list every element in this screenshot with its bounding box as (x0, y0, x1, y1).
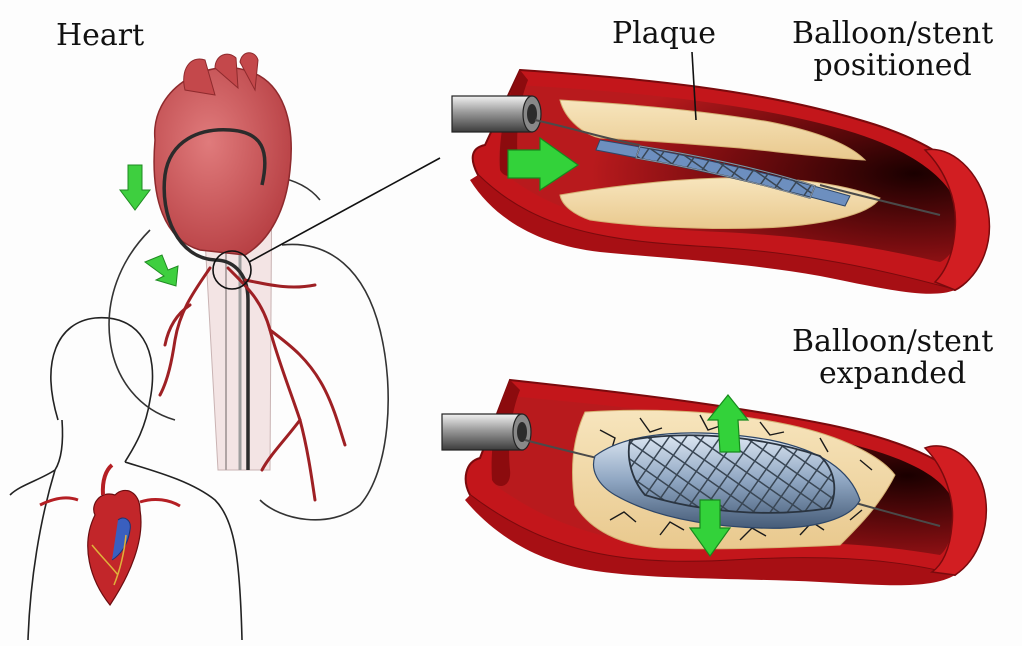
positioned-label-line2: positioned (813, 48, 972, 83)
body-outline (9, 317, 243, 641)
plaque-pointer-line (691, 51, 697, 121)
guide-catheter-top (451, 95, 542, 133)
detail-circle (212, 250, 252, 290)
plaque-label: Plaque (612, 16, 716, 51)
blood-flow-arrow-left-2 (143, 254, 179, 287)
blood-flow-arrow-left-1 (119, 164, 151, 211)
heart-label: Heart (56, 18, 145, 53)
detail-pointer-line (248, 157, 441, 263)
catheter-wire (162, 128, 267, 470)
guidewire-positioned (534, 119, 941, 216)
balloon-stent-expanded-label: Balloon/stent expanded (792, 326, 993, 390)
artery-positioned (470, 68, 991, 294)
expanded-label-line1: Balloon/stent (792, 324, 994, 359)
small-heart-icon (39, 463, 181, 607)
guide-catheter-bottom (441, 413, 532, 451)
expanded-label-line2: expanded (819, 356, 967, 391)
expansion-arrow-down (688, 499, 732, 558)
aortic-arch (153, 52, 292, 256)
coronary-arteries (158, 266, 347, 502)
balloon-stent-positioned-label: Balloon/stent positioned (792, 18, 993, 82)
expansion-arrow-up (706, 394, 750, 453)
blood-flow-arrow-top (507, 136, 580, 192)
collapsed-stent (595, 139, 851, 207)
positioned-label-line1: Balloon/stent (792, 16, 994, 51)
